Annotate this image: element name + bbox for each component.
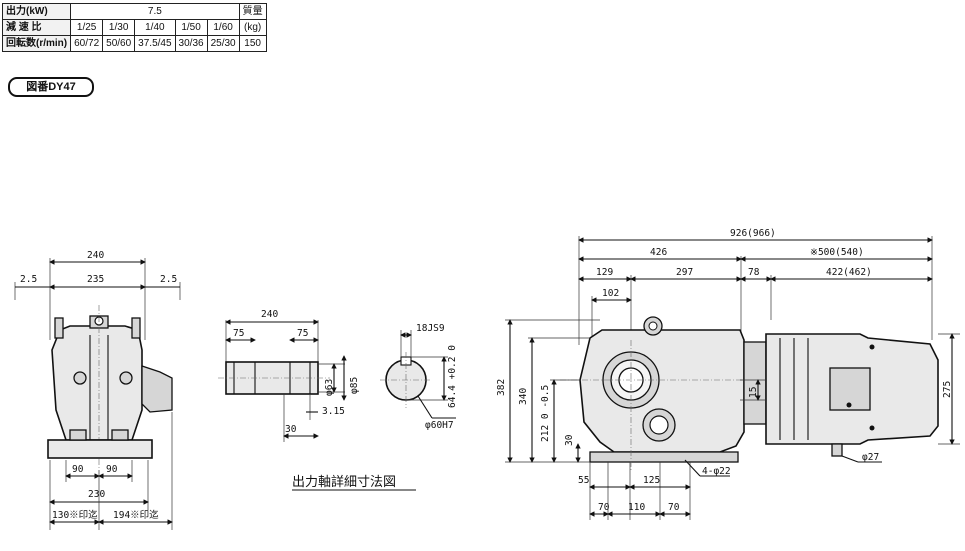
dim-3-15: 3.15 [322, 406, 345, 417]
speed-cell: 25/30 [206, 35, 240, 52]
dim-90-right: 90 [106, 464, 118, 475]
dim-102: 102 [602, 288, 619, 299]
dim-130: 130※印迄 [52, 509, 98, 521]
lug-left [54, 317, 64, 339]
dim-212: 212 0 -0.5 [540, 385, 551, 442]
ratio-label: 減 速 比 [1, 19, 72, 36]
dim-64-4: 64.4 +0.2 0 [447, 345, 458, 408]
dim-15: 15 [748, 387, 759, 398]
dim-18js9: 18JS9 [416, 323, 445, 334]
dim-2-5-left: 2.5 [20, 274, 37, 285]
dim-85: φ85 [349, 377, 360, 394]
speed-label: 回転数(r/min) [1, 35, 72, 52]
side-view: 926(966) 426 ※500(540) 129 297 78 422(46… [496, 228, 960, 520]
figure-number-badge: 図番DY47 [8, 77, 94, 97]
dim-30-shaft: 30 [285, 424, 297, 435]
dim-240-front: 240 [87, 250, 104, 261]
dim-90-left: 90 [72, 464, 84, 475]
conduit [831, 443, 843, 457]
dim-2-5-right: 2.5 [160, 274, 177, 285]
shaft-detail: 240 75 75 φ63 φ85 3.15 30 出力軸詳細寸法図 [218, 309, 416, 491]
spec-table: 出力(kW) 7.5 質量 減 速 比 1/25 1/30 1/40 1/50 … [1, 3, 267, 52]
dim-275: 275 [942, 381, 953, 398]
mass-unit: (kg) [238, 19, 267, 36]
dim-500: ※500(540) [810, 247, 864, 258]
dim-75-right: 75 [297, 328, 308, 339]
dim-70-left: 70 [598, 502, 610, 513]
dim-bore-60h7: φ60H7 [425, 420, 454, 431]
bore-section: 18JS9 64.4 +0.2 0 φ60H7 [380, 323, 458, 431]
motor-adapter [743, 341, 767, 425]
dim-110: 110 [628, 502, 645, 513]
foot-side [589, 451, 739, 463]
shaft-detail-title: 出力軸詳細寸法図 [292, 474, 396, 490]
dim-426: 426 [650, 247, 667, 258]
dim-340: 340 [518, 388, 529, 405]
speed-cell: 37.5/45 [134, 35, 176, 52]
dim-55: 55 [578, 475, 589, 486]
dim-holes: 4-φ22 [702, 466, 731, 477]
table-row: 出力(kW) 7.5 質量 [1, 3, 267, 20]
dim-235-front: 235 [87, 274, 104, 285]
mass-value: 150 [238, 35, 267, 52]
dim-phi27: φ27 [862, 452, 879, 463]
dim-382: 382 [496, 379, 507, 396]
foot-base [47, 439, 153, 459]
dim-297: 297 [676, 267, 693, 278]
table-row: 減 速 比 1/25 1/30 1/40 1/50 1/60 (kg) [1, 19, 267, 36]
dim-129: 129 [596, 267, 613, 278]
dim-63: φ63 [324, 379, 335, 396]
motor-end [141, 365, 173, 413]
dim-75-left: 75 [233, 328, 244, 339]
dim-194: 194※印迄 [113, 509, 159, 521]
lug-right [131, 317, 141, 339]
dim-78: 78 [748, 267, 760, 278]
dim-230: 230 [88, 489, 105, 500]
dim-240-shaft: 240 [261, 309, 278, 320]
dim-926: 926(966) [730, 228, 776, 239]
table-row: 回転数(r/min) 60/72 50/60 37.5/45 30/36 25/… [1, 35, 267, 52]
front-view: 240 235 2.5 2.5 90 90 230 [14, 250, 181, 530]
output-label: 出力(kW) [1, 3, 72, 20]
dim-125: 125 [643, 475, 660, 486]
dim-30-side: 30 [564, 434, 575, 446]
dim-70-right: 70 [668, 502, 680, 513]
output-shaft [225, 361, 319, 395]
dim-422: 422(462) [826, 267, 872, 278]
